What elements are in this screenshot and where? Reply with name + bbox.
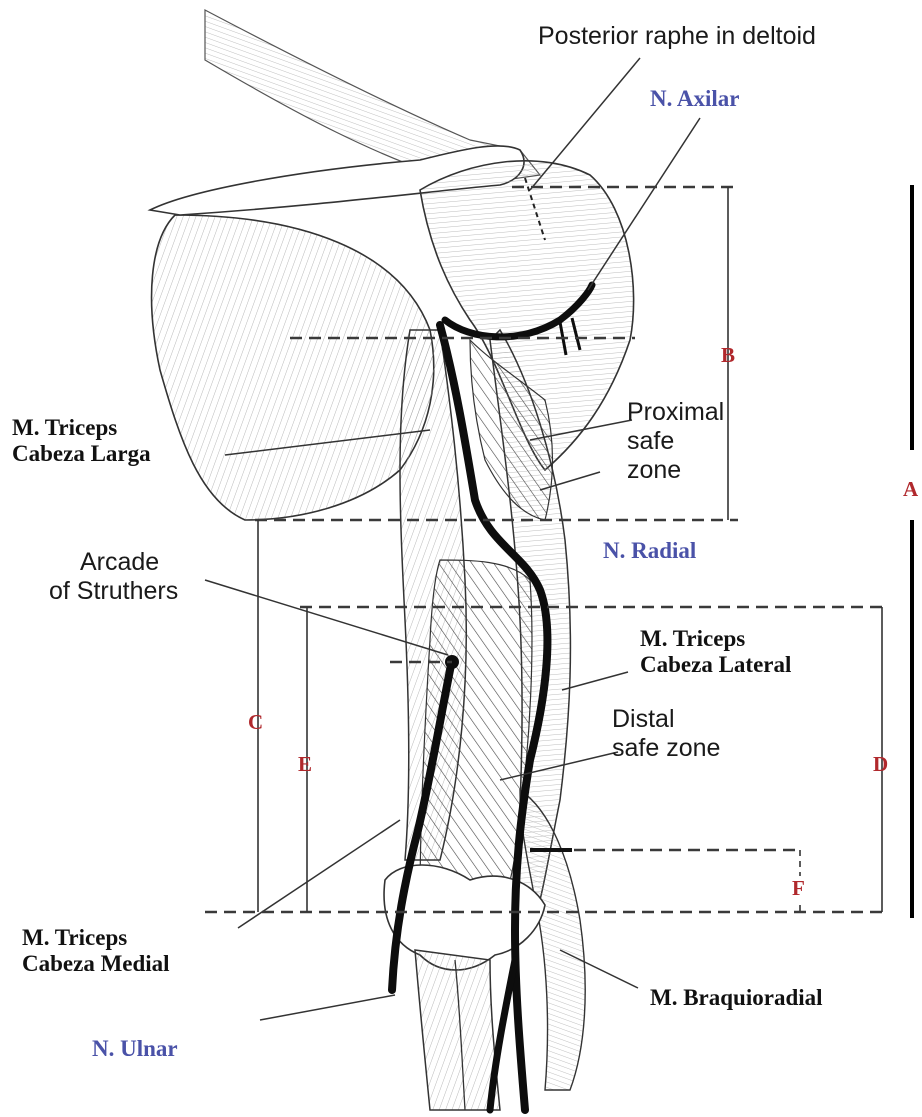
triceps-lateral-line-2: Cabeza Lateral — [640, 652, 791, 678]
measure-a-label: A — [903, 477, 918, 501]
posterior-raphe-label: Posterior raphe in deltoid — [538, 22, 816, 51]
scapula — [152, 215, 434, 520]
triceps-lateral-head-label: M. Triceps Cabeza Lateral — [640, 626, 791, 679]
distal-line-2: safe zone — [612, 734, 720, 763]
arcade-of-struthers-label: Arcade of Struthers — [49, 548, 178, 606]
triceps-long-line-2: Cabeza Larga — [12, 441, 151, 467]
proximal-line-1: Proximal — [627, 398, 724, 427]
triceps-lateral-line-1: M. Triceps — [640, 626, 791, 652]
braquioradial-label: M. Braquioradial — [650, 985, 823, 1011]
n-ulnar-label: N. Ulnar — [92, 1036, 178, 1062]
arcade-line-2: of Struthers — [49, 577, 178, 606]
triceps-medial-line-2: Cabeza Medial — [22, 951, 170, 977]
triceps-medial-line-1: M. Triceps — [22, 925, 170, 951]
n-radial-label: N. Radial — [603, 538, 696, 564]
proximal-safe-zone-label: Proximal safe zone — [627, 398, 724, 484]
measure-b-label: B — [721, 343, 735, 367]
measure-c-label: C — [248, 710, 263, 734]
measure-e-label: E — [298, 752, 312, 776]
measure-d-label: D — [873, 752, 888, 776]
proximal-line-3: zone — [627, 456, 724, 485]
distal-line-1: Distal — [612, 705, 720, 734]
arcade-line-1: Arcade — [49, 548, 178, 577]
triceps-long-line-1: M. Triceps — [12, 415, 151, 441]
proximal-line-2: safe — [627, 427, 724, 456]
n-axilar-label: N. Axilar — [650, 86, 739, 112]
distal-safe-zone-label: Distal safe zone — [612, 705, 720, 763]
triceps-medial-head-label: M. Triceps Cabeza Medial — [22, 925, 170, 978]
measure-f-label: F — [790, 876, 807, 900]
triceps-long-head-label: M. Triceps Cabeza Larga — [12, 415, 151, 468]
forearm-bones — [415, 950, 500, 1110]
brachioradialis-muscle — [520, 790, 585, 1090]
